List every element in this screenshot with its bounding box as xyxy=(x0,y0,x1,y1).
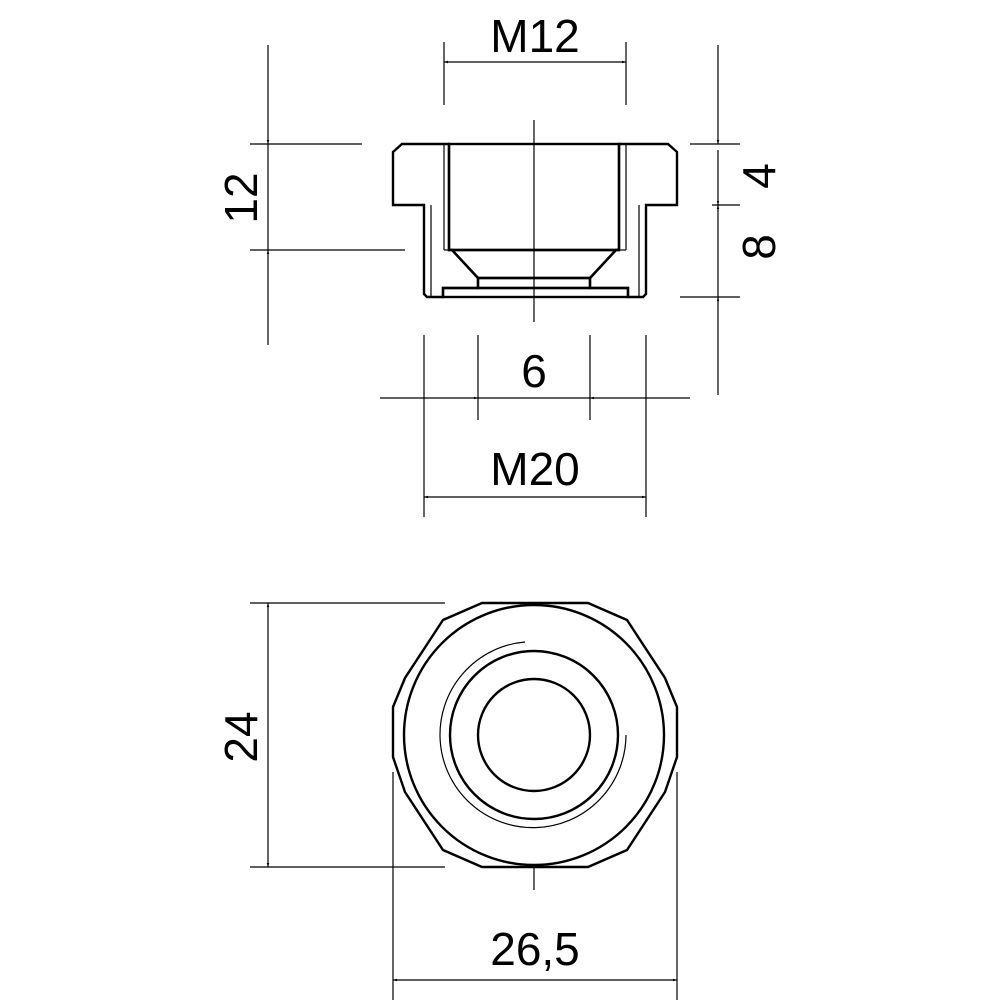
bore-6-circle xyxy=(476,677,592,793)
hex-outline xyxy=(391,601,679,869)
thread-arc xyxy=(439,641,627,829)
dim-m20: M20 xyxy=(490,443,579,495)
dim-6: 6 xyxy=(521,345,547,397)
section-hatch-right xyxy=(588,142,679,299)
dim-24: 24 xyxy=(215,711,267,762)
section-view: M12 12 4 8 6 M20 xyxy=(215,10,785,517)
dim-8: 8 xyxy=(733,234,785,260)
groove xyxy=(441,286,630,299)
front-view: 24 26,5 xyxy=(215,601,679,1000)
dim-12: 12 xyxy=(215,172,267,223)
dim-26-5: 26,5 xyxy=(490,923,580,975)
dim-m12: M12 xyxy=(490,10,579,62)
section-hatch-left xyxy=(391,142,480,299)
flange-circle xyxy=(402,603,666,867)
bore-m12-circle xyxy=(448,649,620,821)
dim-4: 4 xyxy=(733,163,785,189)
